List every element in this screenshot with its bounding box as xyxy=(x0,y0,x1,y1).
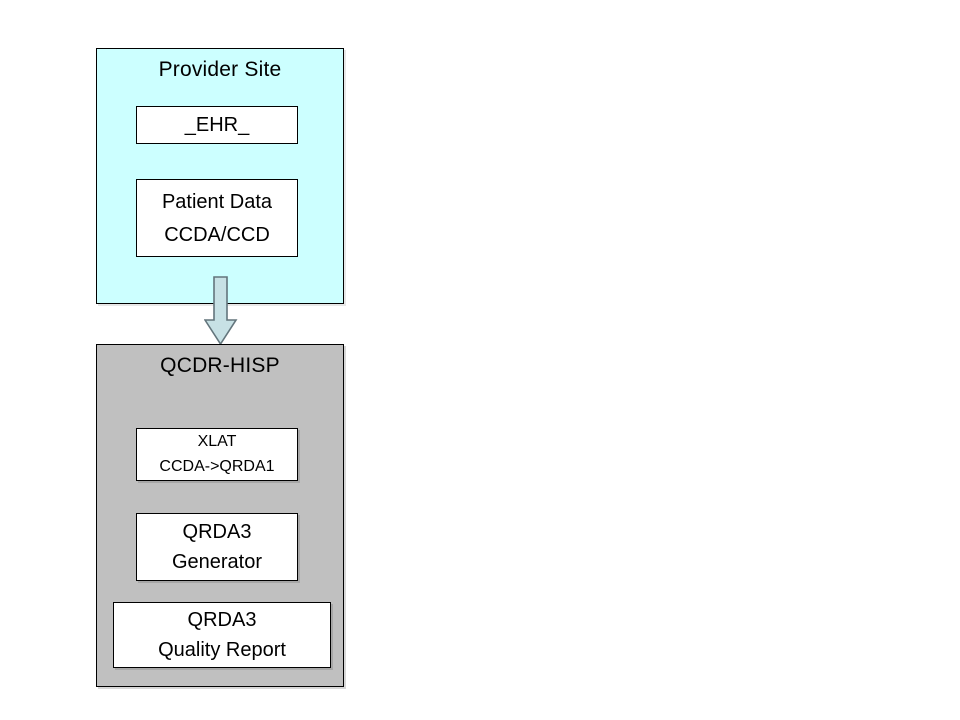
xlat-node: XLAT CCDA->QRDA1 xyxy=(136,428,298,481)
patient-data-node: Patient Data CCDA/CCD xyxy=(136,179,298,257)
report-qrda3-label: QRDA3 xyxy=(187,609,257,631)
generator-label: Generator xyxy=(171,551,263,573)
quality-report-label: Quality Report xyxy=(158,639,286,661)
down-arrow-icon xyxy=(204,276,238,346)
xlat-label: XLAT xyxy=(197,432,237,450)
qrda3-quality-report-node: QRDA3 Quality Report xyxy=(113,602,331,668)
qcdr-hisp-title: QCDR-HISP xyxy=(160,354,280,377)
qrda3-label: QRDA3 xyxy=(182,521,252,543)
xlat-mapping-label: CCDA->QRDA1 xyxy=(159,457,275,475)
ehr-node: _EHR_ xyxy=(136,106,298,144)
ccda-ccd-label: CCDA/CCD xyxy=(164,224,270,246)
provider-site-title: Provider Site xyxy=(158,58,282,81)
patient-data-label: Patient Data xyxy=(161,191,273,213)
qcdr-hisp-group: QCDR-HISP XLAT CCDA->QRDA1 QRDA3 Generat… xyxy=(96,344,344,687)
ehr-label: _EHR_ xyxy=(184,114,250,136)
qrda3-generator-node: QRDA3 Generator xyxy=(136,513,298,581)
provider-site-group: Provider Site _EHR_ Patient Data CCDA/CC… xyxy=(96,48,344,304)
